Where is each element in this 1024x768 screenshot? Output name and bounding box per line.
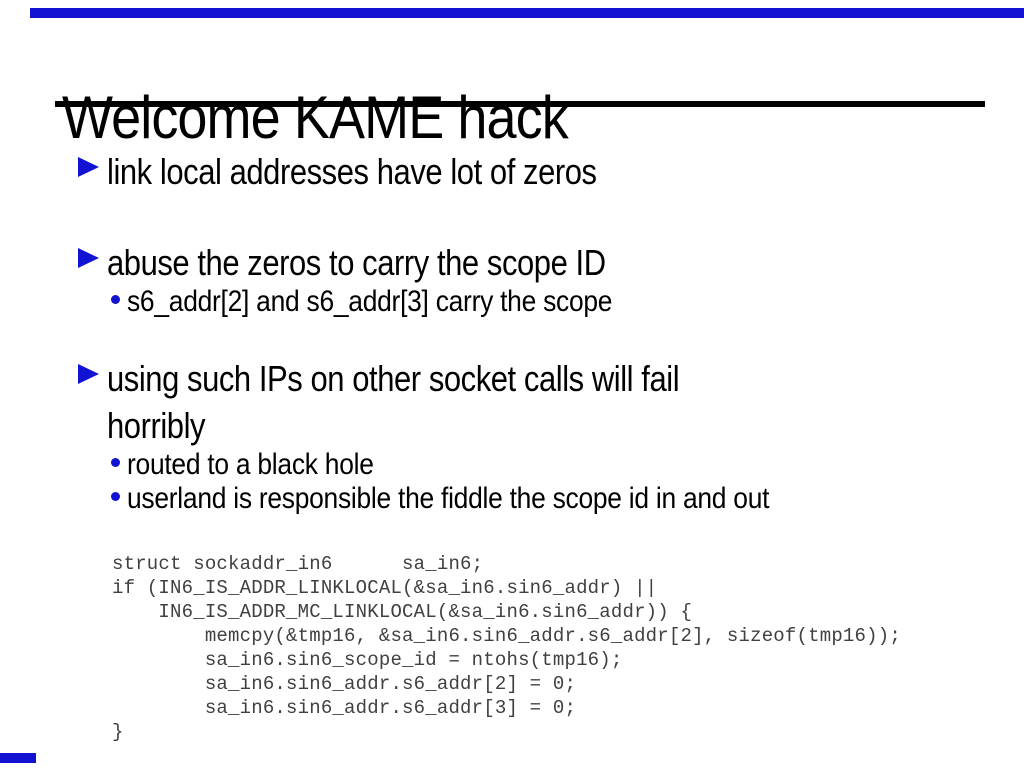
bullet-dot-icon [111,458,120,467]
bullet-dot-icon [111,492,120,501]
title-underline [55,101,985,107]
sub-bullet-text: s6_addr[2] and s6_addr[3] carry the scop… [127,285,613,318]
sub-bullet-text: routed to a black hole [127,448,374,481]
bullet-text: abuse the zeros to carry the scope ID [107,242,606,283]
bullet-triangle-icon [78,364,99,384]
code-block: struct sockaddr_in6 sa_in6; if (IN6_IS_A… [112,553,901,743]
bullet-dot-icon [111,295,120,304]
bullet-text: using such IPs on other socket calls wil… [107,358,680,446]
top-accent-bar [30,8,1024,18]
slide-title: Welcome KAME hack [62,84,569,152]
bottom-accent-bar [0,753,36,763]
sub-bullet-text: userland is responsible the fiddle the s… [127,482,770,515]
bullet-triangle-icon [78,248,99,268]
bullet-text: link local addresses have lot of zeros [107,151,597,192]
bullet-triangle-icon [78,157,99,177]
